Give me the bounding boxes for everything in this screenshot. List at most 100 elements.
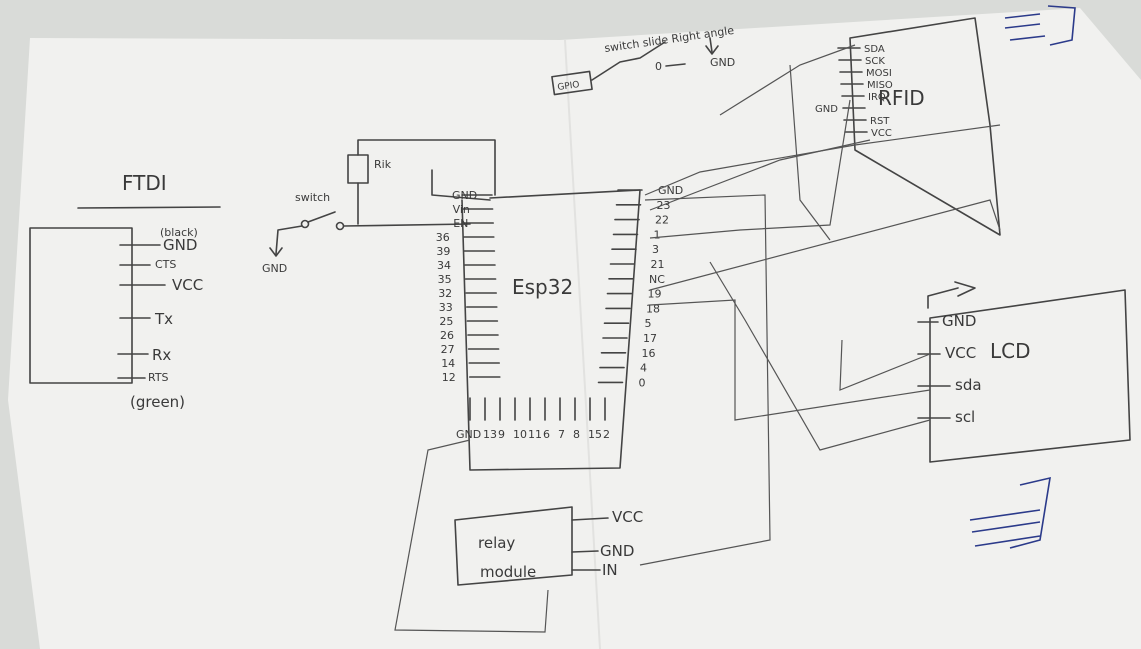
ftdi-module: FTDI (black) GND CTS VCC Tx Rx RTS (gree… [29,171,221,411]
esp32-right-pin-label: 19 [648,288,662,301]
lcd-title: LCD [990,339,1031,363]
ground-arrow-icon [954,281,976,297]
wire-rfid-sda [719,44,856,116]
relay-title-line2: module [480,563,536,581]
lcd-pin-vcc: VCC [945,344,976,362]
switch-left-gnd-wire [275,225,303,255]
esp32-bottom-pin-label: 13 [483,428,497,441]
switch-left-label: switch [295,191,330,204]
relay-body [454,506,573,586]
margin-mark-top-right [1004,5,1076,46]
ftdi-body [29,227,133,384]
esp32-right-pin-label: 17 [643,332,657,345]
ftdi-pin-tx: Tx [154,310,173,328]
esp32-title: Esp32 [512,275,573,299]
esp32-right-pin-label: 0 [639,376,646,389]
ftdi-pin-cts: CTS [155,258,176,271]
lcd-pin-gnd: GND [942,312,976,330]
ftdi-pin-gnd: GND [163,236,197,254]
switch-left-gnd: GND [262,262,287,275]
gpio-box [551,70,593,96]
esp32-left-pin-label: 12 [442,371,456,384]
rfid-pin-label: SDA [864,44,885,55]
switch-top-gpio: GPIO [557,80,580,93]
esp32-left-pin-label: EN [453,217,468,230]
relay-pin-gnd: GND [600,542,634,560]
esp32-bottom-pin-label: 6 [543,428,550,441]
wire-relay-gnd-loop [394,439,549,633]
lcd-gnd-wire [927,287,959,309]
esp32-left-pin-label: GND [452,189,477,202]
rfid-pin-label: MISO [867,80,893,91]
ground-arrow-icon [705,45,719,55]
rfid-pin-label: VCC [871,128,892,139]
esp32-bottom-pin-label: 9 [498,428,505,441]
esp32-right-pin-label: 21 [651,258,665,271]
esp32-left-pin-label: 39 [436,245,450,258]
esp32-left-pin-label: 14 [441,357,455,370]
resistor: Rik [347,139,496,225]
esp32-body [461,189,641,471]
relay-pin-in: IN [602,561,618,579]
margin-mark-bottom-right [969,476,1051,549]
ground-arrow-icon [269,247,283,257]
esp32-left-pin-label: 34 [437,259,451,272]
wire-rfid-vcc [649,139,871,211]
lcd-pin-sda: sda [955,376,982,394]
ftdi-pin-note-black: (black) [160,226,198,239]
esp32-bottom-pin-label: GND [456,428,481,441]
ftdi-title: FTDI [122,171,167,195]
esp32-bottom-pin-label: 10 [513,428,527,441]
switch-top-gnd: GND [710,56,735,69]
wire-rfid-sck [789,64,831,241]
esp32-gnd-wire [431,169,491,201]
lcd-pin-scl: scl [955,408,975,426]
esp32-right-pin-label: NC [649,273,665,286]
switch-left-lever [307,211,336,223]
esp32-left-pin-label: 35 [438,273,452,286]
wire-rfid-mosi [649,99,851,239]
rfid-pin-label: RST [870,116,890,127]
esp32-left-pin-label: Vin [453,203,470,216]
esp32-right-pin-label: 5 [645,317,652,330]
esp32-right-pin-label: GND [658,184,683,197]
esp32-right-pin-label: 22 [655,214,669,227]
esp32-right-pin-label: 1 [654,228,661,241]
rfid-pin-label: IRQ [868,92,886,103]
esp32-left-pin-label: 25 [439,315,453,328]
relay-module: relay module VCC GND IN [454,506,643,586]
wire-switch-to-en [343,223,471,227]
switch-left: switch GND [262,191,471,275]
relay-title-line1: relay [478,534,515,552]
wire-lcd-sda [649,299,931,421]
rfid-title: RFID [878,86,925,110]
wire-rfid-rst [649,199,1001,291]
esp32-left-pin-label: 33 [439,301,453,314]
esp32-left-pin-label: 36 [436,231,450,244]
rfid-pin-label: MOSI [866,68,892,79]
esp32-right-pin-label: 4 [640,362,647,375]
esp32-bottom-pin-label: 2 [603,428,610,441]
esp32-left-pin-label: 27 [441,343,455,356]
esp32-right-pin-label: 16 [642,347,656,360]
switch-top-zero: 0 [655,60,662,73]
switch-top-lever [591,41,666,81]
wire-lcd-vcc [839,339,931,391]
ftdi-pin-rts: RTS [148,371,169,384]
rfid-pin-label: GND [815,104,838,115]
lcd-module: LCD GND VCC sda scl [917,281,1131,463]
wire-lcd-scl [709,261,931,451]
esp32-right-pin-label: 18 [646,302,660,315]
esp32-right-pin-label: 3 [652,243,659,256]
ftdi-pin-rx: Rx [152,346,171,364]
relay-pin-vcc: VCC [612,508,643,526]
wire-rfid-gnd [644,124,1001,196]
esp32-bottom-pin-label: 7 [558,428,565,441]
paper-sheet [8,8,1141,649]
